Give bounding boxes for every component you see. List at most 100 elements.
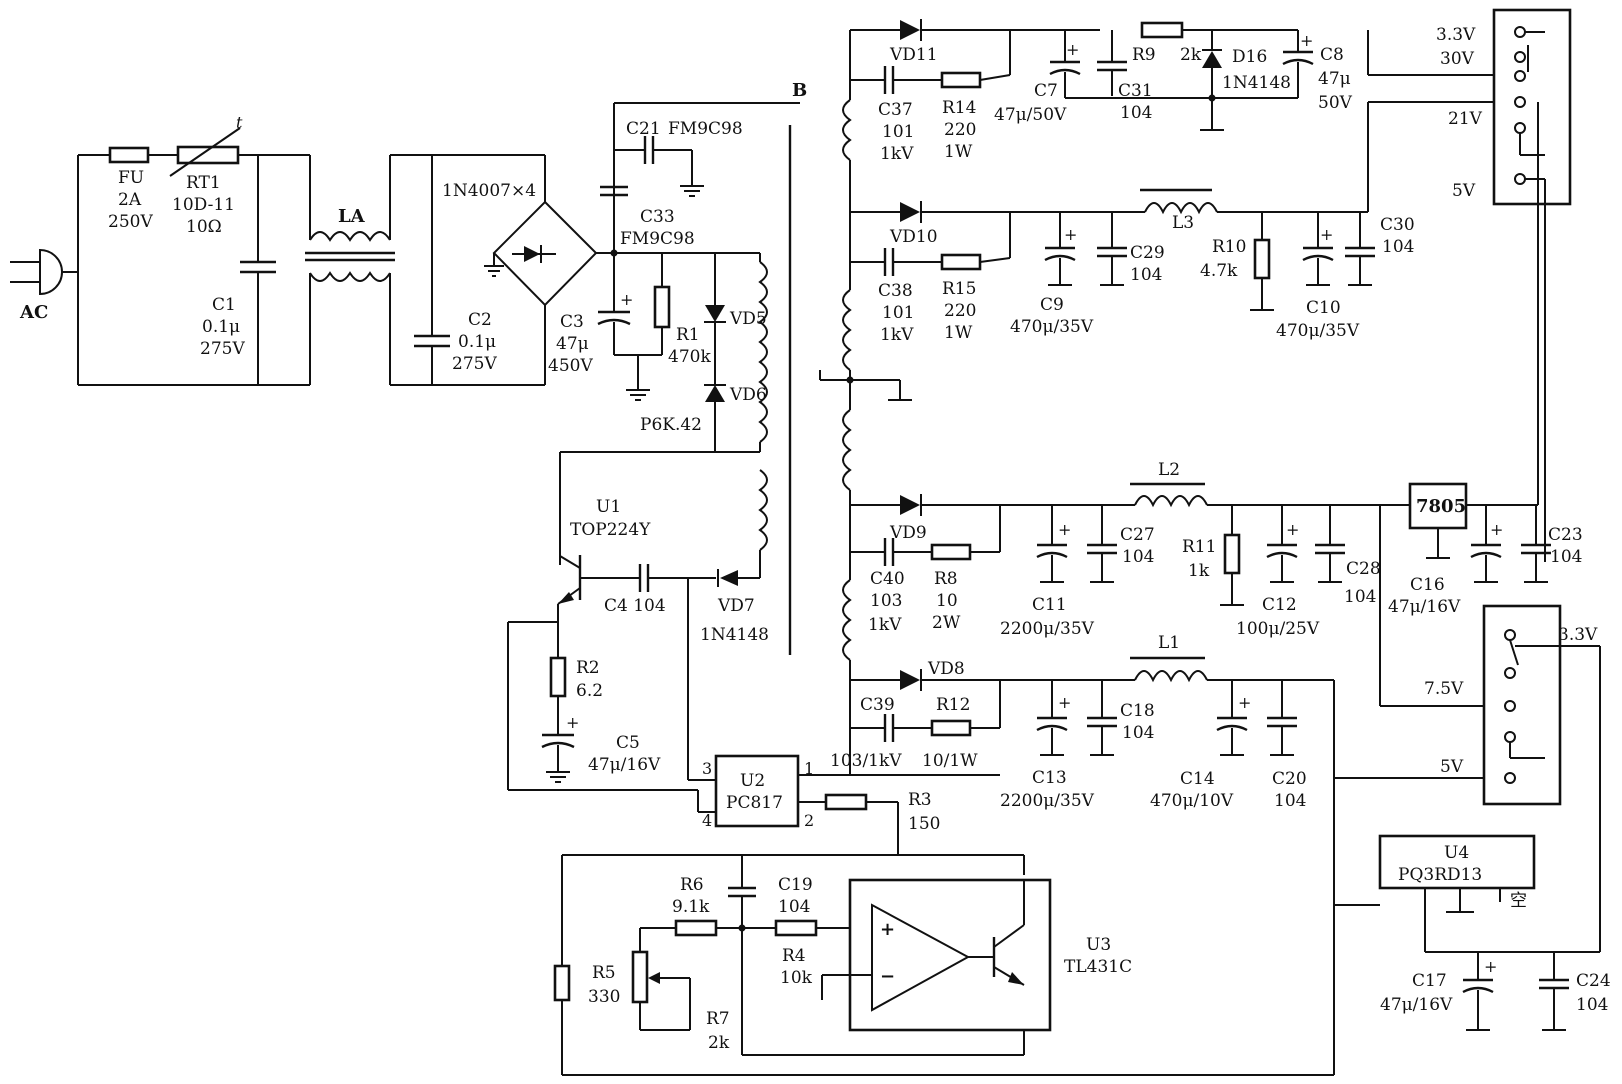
label-c13-v: 2200μ/35V (1000, 791, 1095, 811)
label-r3: R3 (908, 790, 932, 810)
label-out-30: 30V (1440, 49, 1475, 69)
label-r12-v: 10/1W (922, 751, 978, 771)
resistor-r12 (930, 719, 972, 737)
label-c18-v: 104 (1122, 723, 1154, 743)
label-u2-pin1: 1 (804, 759, 814, 778)
label-out2-75: 7.5V (1424, 679, 1464, 699)
label-vd7-v: 1N4148 (700, 625, 769, 645)
label-r11-v: 1k (1188, 561, 1210, 581)
label-c13: C13 (1032, 768, 1067, 788)
label-fu-v2: 250V (108, 212, 153, 232)
label-r8: R8 (934, 569, 958, 589)
label-vd9: VD9 (889, 523, 927, 543)
label-c20: C20 (1272, 769, 1307, 789)
label-c31-v: 104 (1120, 103, 1152, 123)
label-c8: C8 (1320, 45, 1344, 65)
label-d16: D16 (1232, 47, 1267, 67)
label-fu-v1: 2A (118, 190, 142, 210)
transformer-secondary (842, 99, 852, 661)
label-c30: C30 (1380, 215, 1415, 235)
resistor-r15 (940, 253, 982, 271)
label-r3-v: 150 (908, 814, 940, 834)
label-vd5: VD5 (729, 309, 767, 329)
label-vd8: VD8 (927, 659, 965, 679)
label-c31: C31 (1118, 81, 1153, 101)
label-c12: C12 (1262, 595, 1297, 615)
label-c37: C37 (878, 100, 913, 120)
label-c3-v1: 47μ (556, 334, 589, 354)
label-u1: U1 (596, 497, 621, 517)
resistor-r6 (674, 919, 718, 937)
label-c14: C14 (1180, 769, 1215, 789)
label-c12-v: 100μ/25V (1236, 619, 1320, 639)
label-b: B (792, 80, 807, 101)
label-c9-v: 470μ/35V (1010, 317, 1094, 337)
label-c2-v2: 275V (452, 354, 497, 374)
label-c37-v2: 1kV (880, 144, 914, 164)
label-r9: R9 (1132, 45, 1156, 65)
label-c5: C5 (616, 733, 640, 753)
label-u2: U2 (740, 771, 765, 791)
label-c1-v2: 275V (200, 339, 245, 359)
label-c8-plus: + (1300, 31, 1313, 50)
label-r7: R7 (706, 1009, 730, 1029)
label-r8-v1: 10 (936, 591, 958, 611)
label-r4: R4 (782, 946, 806, 966)
potentiometer-r5 (631, 950, 649, 1004)
label-c16-plus: + (1490, 520, 1503, 539)
resistor-r4 (774, 919, 818, 937)
label-c20-v: 104 (1274, 791, 1306, 811)
label-c19-v: 104 (778, 897, 810, 917)
label-c39: C39 (860, 695, 895, 715)
label-r5-v: 330 (588, 987, 620, 1007)
label-c38-v2: 1kV (880, 325, 914, 345)
label-u3: U3 (1086, 935, 1111, 955)
label-c19: C19 (778, 875, 813, 895)
label-rt1: RT1 (186, 173, 221, 193)
resistor-r1 (653, 285, 671, 329)
resistor-r11 (1223, 533, 1241, 575)
label-fm1: FM9C98 (668, 119, 743, 139)
label-u3-minus: − (880, 966, 895, 987)
regulator-u3 (848, 878, 1052, 1032)
label-c23: C23 (1548, 525, 1583, 545)
label-c23-v: 104 (1550, 547, 1582, 567)
label-r11: R11 (1182, 537, 1216, 557)
resistor-r14 (940, 71, 982, 89)
label-c27-v: 104 (1122, 547, 1154, 567)
resistor-r3 (824, 793, 868, 811)
label-c14-v: 470μ/10V (1150, 791, 1234, 811)
label-r2-v: 6.2 (576, 681, 603, 701)
label-r5: R5 (592, 963, 616, 983)
choke-la (305, 155, 395, 385)
label-out-33: 3.3V (1436, 25, 1476, 45)
label-c39-v: 103/1kV (830, 751, 902, 771)
label-c40-v1: 103 (870, 591, 902, 611)
label-u1-v: TOP224Y (570, 520, 651, 540)
label-out2-5: 5V (1440, 757, 1464, 777)
label-c1-v1: 0.1μ (202, 317, 240, 337)
label-d16-v: 1N4148 (1222, 73, 1291, 93)
label-u4-v: PQ3RD13 (1398, 865, 1482, 885)
output-connector-1 (1492, 8, 1572, 206)
label-l2: L2 (1158, 460, 1180, 480)
label-c10-v: 470μ/35V (1276, 321, 1360, 341)
label-rt1-v2: 10Ω (186, 217, 222, 237)
label-r15: R15 (942, 279, 976, 299)
label-vd7: VD7 (717, 596, 755, 616)
label-c11-v: 2200μ/35V (1000, 619, 1095, 639)
label-c7-v: 47μ/50V (994, 105, 1067, 125)
label-r10: R10 (1212, 237, 1246, 257)
label-c1: C1 (212, 295, 236, 315)
label-fu: FU (118, 168, 144, 188)
label-c11-plus: + (1058, 520, 1071, 539)
label-r6-v: 9.1k (672, 897, 710, 917)
label-c14-plus: + (1238, 693, 1251, 712)
label-r10-v: 4.7k (1200, 261, 1238, 281)
label-fm2: FM9C98 (620, 229, 695, 249)
label-r14: R14 (942, 98, 976, 118)
label-out-5: 5V (1452, 181, 1476, 201)
label-c9: C9 (1040, 295, 1064, 315)
optocoupler-u2 (714, 754, 800, 828)
